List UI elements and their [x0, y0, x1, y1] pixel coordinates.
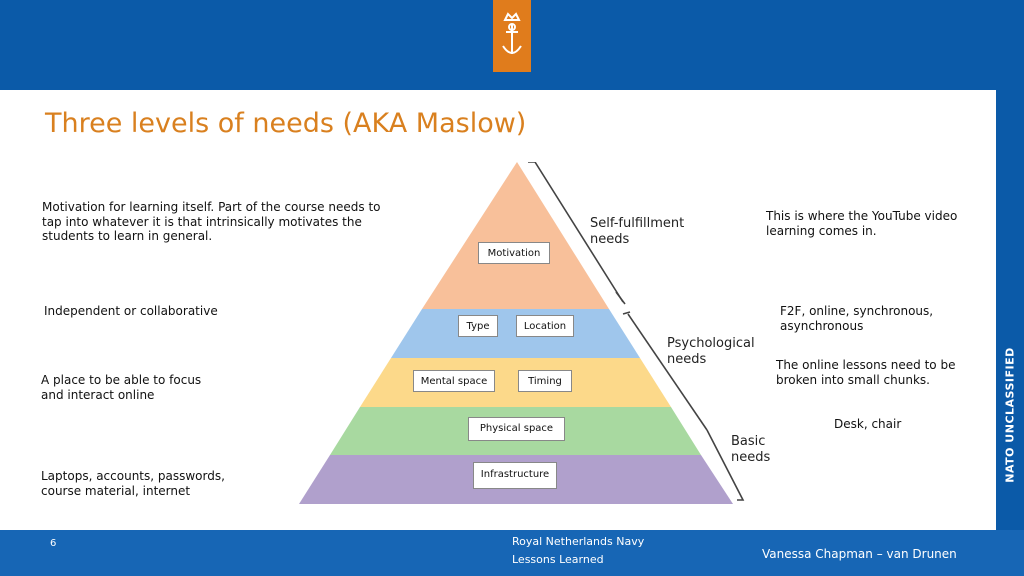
pyramid-tier-mental-timing [360, 358, 671, 407]
navy-logo [493, 0, 531, 72]
box-mental-space: Mental space [413, 370, 495, 392]
right-side-bar [996, 0, 1024, 576]
pyramid-tier-self-fulfillment [422, 162, 609, 309]
footer-author: Vanessa Chapman – van Drunen [762, 547, 957, 561]
box-infrastructure: Infrastructure [473, 462, 557, 489]
label-basic: Basic needs [731, 434, 771, 465]
note-physical: Desk, chair [834, 417, 902, 431]
box-motivation: Motivation [478, 242, 550, 264]
footer-organization: Royal Netherlands Navy Lessons Learned [512, 533, 644, 569]
box-timing: Timing [518, 370, 572, 392]
label-self-fulfillment: Self-fulfillment needs [590, 216, 685, 247]
footer-org-line1: Royal Netherlands Navy [512, 535, 645, 548]
box-physical-space: Physical space [468, 417, 565, 441]
note-location: F2F, online, synchronous, asynchronous [780, 304, 934, 333]
note-timing: The online lessons need to be broken int… [776, 358, 956, 387]
anchor-crown-icon [502, 12, 522, 54]
slide-title: Three levels of needs (AKA Maslow) [45, 108, 527, 139]
note-mental-space: A place to be able to focus and interact… [41, 373, 202, 402]
pyramid-tier-type-location [391, 309, 640, 358]
bracket-lines [528, 162, 745, 501]
footer-bar [0, 530, 1024, 576]
page-number: 6 [50, 538, 57, 549]
box-type: Type [458, 315, 498, 337]
note-youtube: This is where the YouTube video learning… [766, 209, 958, 238]
classification-marking: NATO UNCLASSIFIED [996, 300, 1024, 530]
note-motivation: Motivation for learning itself. Part of … [42, 200, 381, 243]
note-infrastructure: Laptops, accounts, passwords, course mat… [41, 469, 225, 498]
footer-org-line2: Lessons Learned [512, 553, 604, 566]
box-location: Location [516, 315, 574, 337]
label-psychological: Psychological needs [667, 336, 755, 367]
classification-text: NATO UNCLASSIFIED [1003, 347, 1017, 483]
note-type: Independent or collaborative [44, 304, 218, 318]
